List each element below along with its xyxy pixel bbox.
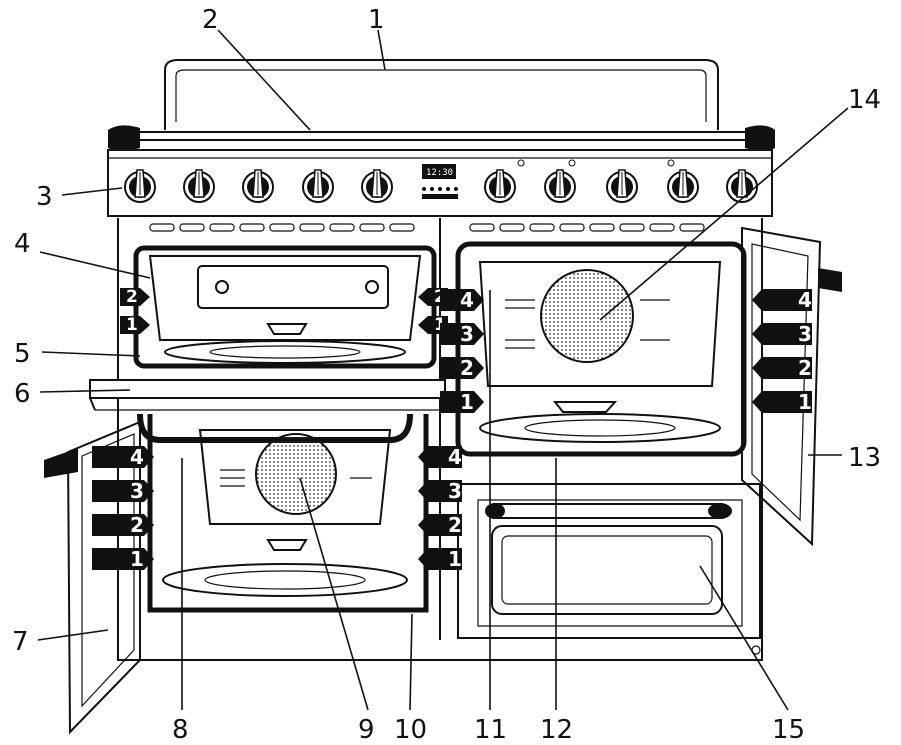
- oven-knob-1[interactable]: [484, 169, 516, 203]
- right-oven: [455, 241, 747, 457]
- shelf-badge-label: 2: [448, 513, 462, 537]
- shelf-badge-label: 4: [130, 445, 144, 469]
- shelf-badge-lower-left-oven-left-2: [92, 514, 154, 536]
- shelf-badge-label: 1: [460, 390, 474, 414]
- storage-drawer[interactable]: [457, 483, 761, 655]
- clock-display: 12:30: [422, 164, 456, 179]
- hob-knob-5[interactable]: [361, 169, 393, 203]
- shelf-badge-right-oven-left-4: [440, 289, 484, 311]
- shelf-badge-label: 4: [460, 288, 474, 312]
- shelf-badge-label: 2: [434, 287, 446, 307]
- shelf-badge-right-oven-door-3: [752, 323, 812, 345]
- callout-9: 9: [358, 715, 375, 745]
- callout-13: 13: [848, 443, 881, 473]
- shelf-badge-lower-left-oven-right-2: [418, 514, 462, 536]
- vent-slots: [149, 223, 705, 232]
- callout-1: 1: [368, 5, 385, 35]
- shelf-badge-label: 3: [130, 479, 144, 503]
- clock-buttons[interactable]: [422, 187, 458, 199]
- shelf-badge-right-oven-door-2: [752, 357, 812, 379]
- oven-knob-4[interactable]: [667, 169, 699, 203]
- shelf-badge-label: 2: [460, 356, 474, 380]
- left-fan-grille: [255, 433, 337, 515]
- shelf-badge-right-oven-left-2: [440, 357, 484, 379]
- shelf-badge-label: 4: [798, 288, 812, 312]
- callout-2: 2: [202, 5, 219, 35]
- cooktop-edge: [108, 125, 775, 151]
- shelf-badge-lower-left-oven-right-1: [418, 548, 462, 570]
- callout-5: 5: [14, 339, 31, 369]
- shelf-badge-right-oven-door-4: [752, 289, 812, 311]
- pull-out-shelf: [89, 379, 446, 411]
- shelf-badge-lower-left-oven-left-1: [92, 548, 154, 570]
- shelf-badge-label: 1: [448, 547, 462, 571]
- hob-knob-4[interactable]: [302, 169, 334, 203]
- shelf-badge-label: 2: [798, 356, 812, 380]
- shelf-badge-lower-left-oven-right-4: [418, 446, 462, 468]
- lower-left-oven: [137, 413, 429, 613]
- shelf-badge-label: 1: [798, 390, 812, 414]
- right-oven-door[interactable]: [741, 226, 842, 547]
- shelf-badge-label: 2: [130, 513, 144, 537]
- callout-10: 10: [394, 715, 427, 745]
- shelf-badge-label: 1: [130, 547, 144, 571]
- shelf-badge-right-oven-left-3: [440, 323, 484, 345]
- callout-14: 14: [848, 85, 881, 115]
- shelf-badge-right-oven-door-1: [752, 391, 812, 413]
- hob-knob-2[interactable]: [183, 169, 215, 203]
- callout-3: 3: [36, 182, 53, 212]
- shelf-badge-label: 1: [126, 315, 138, 335]
- callout-4: 4: [14, 229, 31, 259]
- shelf-badge-lower-left-oven-left-3: [92, 480, 154, 502]
- callout-12: 12: [540, 715, 573, 745]
- shelf-badge-label: 3: [448, 479, 462, 503]
- callout-leaders: [37, 29, 849, 711]
- shelf-badge-lower-left-oven-left-4: [92, 446, 154, 468]
- shelf-badge-label: 3: [460, 322, 474, 346]
- oven-knob-2[interactable]: [544, 169, 576, 203]
- shelf-badge-right-oven-left-1: [440, 391, 484, 413]
- oven-knob-5[interactable]: [726, 169, 758, 203]
- left-oven-door[interactable]: [44, 420, 141, 735]
- shelf-badge-label: 3: [798, 322, 812, 346]
- control-panel: 12:30: [107, 149, 773, 217]
- right-fan-grille: [540, 269, 634, 363]
- callout-labels: 1 2 3 4 5 6 7 8 9 10 11 12 13 14 15: [12, 5, 881, 745]
- clock-readout: 12:30: [426, 168, 453, 178]
- shelf-badge-label: 1: [434, 315, 446, 335]
- hob-knob-3[interactable]: [242, 169, 274, 203]
- callout-8: 8: [172, 715, 189, 745]
- shelf-badge-top-left-oven-left-1: [120, 316, 150, 334]
- shelf-badge-top-left-oven-left-2: [120, 288, 150, 306]
- callout-6: 6: [14, 379, 31, 409]
- hob-knob-1[interactable]: [124, 169, 156, 203]
- callout-11: 11: [474, 715, 507, 745]
- shelf-badge-label: 2: [126, 287, 138, 307]
- backguard: [164, 59, 719, 130]
- top-left-oven: [133, 245, 437, 369]
- shelf-badge-label: 4: [448, 445, 462, 469]
- callout-7: 7: [12, 627, 29, 657]
- shelf-badge-lower-left-oven-right-3: [418, 480, 462, 502]
- oven-knob-3[interactable]: [606, 169, 638, 203]
- callout-15: 15: [772, 715, 805, 745]
